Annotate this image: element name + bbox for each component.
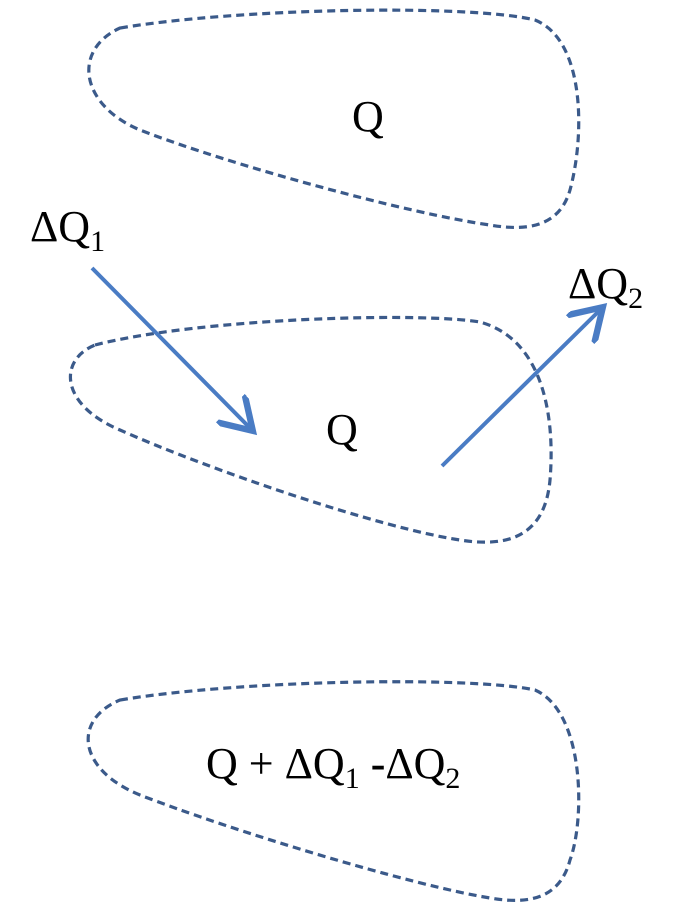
formula-minus: - [370, 739, 386, 788]
formula-term2: ΔQ2 [385, 739, 460, 794]
middle-region-q: Q [326, 405, 358, 454]
inflow-arrow [90, 266, 250, 428]
bottom-region-formula: Q + ΔQ1 -ΔQ2 [206, 739, 460, 794]
outflow-symbol: ΔQ [568, 259, 629, 308]
outflow-subscript: 2 [628, 282, 644, 315]
formula-term2-subscript: 2 [445, 762, 461, 795]
outflow-label: ΔQ2 [568, 259, 643, 314]
formula-term1: ΔQ1 [284, 739, 360, 794]
formula-term1-subscript: 1 [344, 762, 360, 795]
formula-term2-symbol: ΔQ [385, 739, 446, 788]
top-region-outline [87, 8, 581, 229]
middle-region-outline [68, 315, 553, 544]
formula-term1-symbol: ΔQ [284, 739, 345, 788]
outflow-arrow [440, 310, 600, 468]
bottom-region-outline [86, 680, 581, 902]
inflow-label: ΔQ1 [30, 202, 105, 257]
middle-region-label: Q [326, 408, 358, 452]
top-region-q: Q [352, 92, 384, 141]
formula-q: Q [206, 739, 238, 788]
formula-plus: + [248, 739, 274, 788]
inflow-symbol: ΔQ [30, 202, 91, 251]
top-region-label: Q [352, 95, 384, 139]
inflow-subscript: 1 [90, 225, 106, 258]
